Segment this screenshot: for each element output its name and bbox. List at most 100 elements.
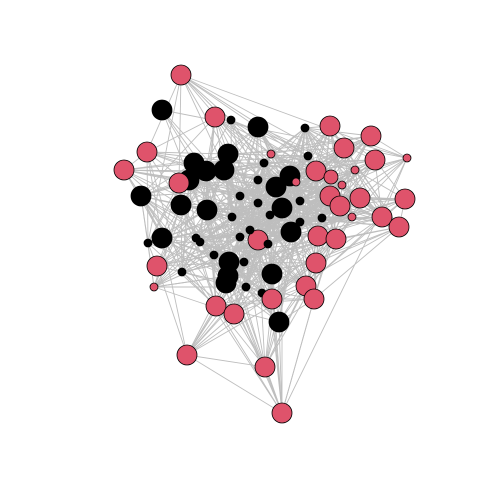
graph-node-red — [307, 225, 329, 247]
graph-node-red — [388, 216, 410, 238]
graph-node-red — [394, 188, 416, 210]
graph-edge — [161, 109, 408, 159]
graph-node-red — [371, 206, 393, 228]
graph-node-red — [136, 141, 158, 163]
graph-node-black — [130, 185, 152, 207]
graph-node-black — [295, 196, 305, 206]
graph-edge — [239, 195, 245, 263]
graph-node-red — [319, 115, 341, 137]
graph-node-red — [305, 252, 327, 274]
graph-node-red — [204, 106, 226, 128]
graph-node-red — [254, 356, 276, 378]
graph-edge — [215, 305, 283, 414]
graph-node-black — [213, 159, 235, 181]
graph-node-red — [364, 149, 386, 171]
graph-node-black — [253, 175, 263, 185]
graph-edge — [278, 321, 283, 414]
graph-node-red — [323, 169, 339, 185]
graph-edge — [180, 74, 356, 171]
graph-node-black — [151, 227, 173, 249]
graph-edge — [281, 298, 315, 414]
graph-node-red — [205, 295, 227, 317]
graph-edge — [161, 109, 266, 368]
graph-node-red — [261, 288, 283, 310]
graph-node-black — [177, 267, 187, 277]
graph-node-black — [143, 238, 153, 248]
graph-node-red — [305, 160, 327, 182]
graph-node-red — [303, 288, 325, 310]
graph-node-black — [271, 197, 293, 219]
graph-edge — [186, 354, 266, 368]
graph-node-black — [245, 225, 255, 235]
graph-node-red — [347, 212, 357, 222]
graph-node-red — [149, 282, 159, 292]
graph-edge — [153, 170, 317, 288]
graph-node-red — [176, 344, 198, 366]
graph-edge — [180, 74, 277, 188]
graph-node-red — [329, 195, 351, 217]
graph-node-black — [261, 263, 283, 285]
graph-edge — [264, 298, 273, 368]
graph-node-black — [235, 191, 245, 201]
graph-edge — [123, 135, 372, 171]
graph-edge — [299, 200, 317, 264]
graph-node-red — [402, 153, 412, 163]
graph-node-black — [226, 115, 236, 125]
graph-edge — [257, 179, 273, 275]
graph-edge — [381, 157, 408, 218]
graph-edge — [281, 157, 408, 414]
graph-node-red — [168, 172, 190, 194]
graph-node-red — [349, 187, 371, 209]
graph-node-black — [195, 237, 205, 247]
graph-edge — [140, 116, 216, 197]
graph-edge — [257, 239, 266, 368]
graph-edge — [181, 241, 201, 273]
graph-node-red — [337, 180, 347, 190]
graph-edge — [161, 237, 188, 356]
graph-node-red — [271, 402, 293, 424]
graph-node-red — [113, 159, 135, 181]
graph-node-black — [227, 212, 237, 222]
graph-edge — [341, 157, 408, 186]
graph-edge — [195, 237, 217, 307]
graph-node-black — [215, 272, 237, 294]
graph-node-black — [263, 239, 273, 249]
graph-node-black — [259, 158, 269, 168]
graph-node-black — [151, 99, 173, 121]
graph-edge — [156, 195, 241, 267]
graph-edge — [339, 198, 406, 207]
graph-edge — [278, 262, 317, 323]
graph-node-black — [268, 311, 290, 333]
graph-edge — [271, 226, 400, 300]
graph-node-red — [291, 177, 301, 187]
graph-node-black — [209, 250, 219, 260]
graph-node-red — [360, 125, 382, 147]
graph-node-black — [317, 213, 327, 223]
graph-edge — [156, 169, 225, 267]
graph-edge — [269, 214, 273, 300]
graph-node-black — [247, 116, 269, 138]
graph-node-black — [253, 198, 263, 208]
graph-edge — [186, 354, 283, 414]
graph-edge — [180, 162, 265, 206]
graph-node-black — [265, 210, 275, 220]
graph-node-red — [333, 137, 355, 159]
graph-node-black — [280, 221, 302, 243]
graph-edge — [181, 237, 197, 273]
graph-edge — [123, 169, 182, 206]
graph-node-black — [196, 199, 218, 221]
graph-node-black — [241, 282, 251, 292]
graph-edge — [313, 226, 400, 300]
graph-node-red — [146, 255, 168, 277]
graph-node-red — [266, 149, 276, 159]
graph-node-black — [300, 123, 310, 133]
graph-edge — [315, 226, 400, 264]
graph-edge — [264, 221, 301, 368]
graph-edge — [233, 262, 317, 315]
graph-edge — [213, 195, 241, 256]
graph-edge — [193, 155, 309, 164]
graph-node-black — [265, 176, 287, 198]
graph-node-red — [350, 165, 360, 175]
